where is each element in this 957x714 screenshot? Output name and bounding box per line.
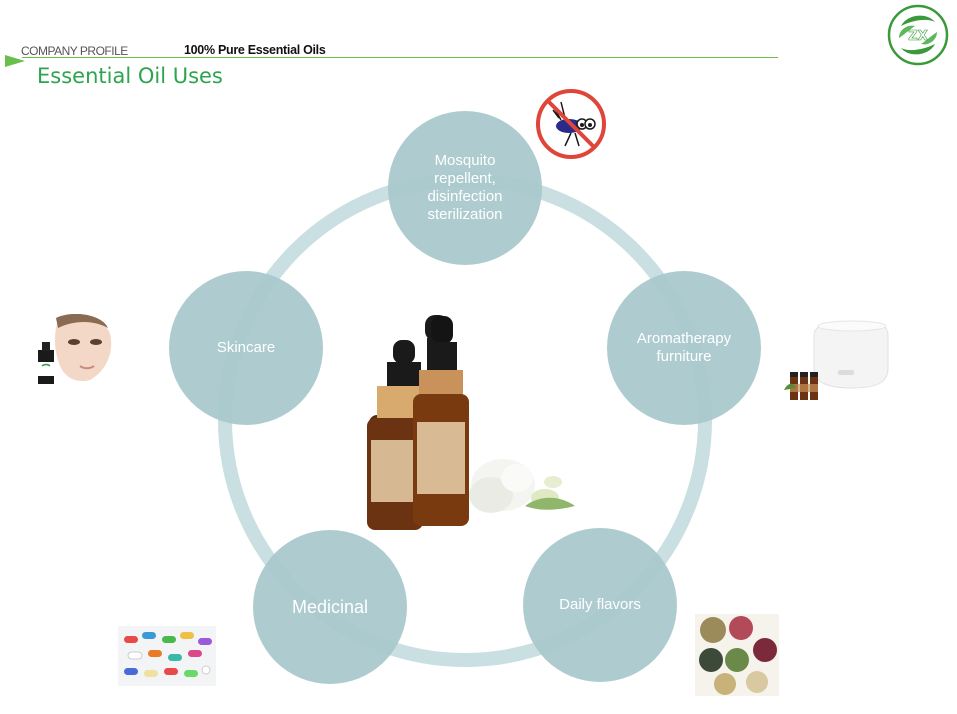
header-divider [22, 57, 778, 58]
essential-oil-bottles-with-flower-image [355, 310, 585, 535]
herbs-and-spices-image [695, 614, 779, 696]
zx-logo-icon: ZX [887, 4, 949, 66]
section-label: COMPANY PROFILE [21, 44, 128, 58]
node-aromatherapy: Aromatherapy furniture [607, 271, 761, 425]
pills-and-capsules-image [118, 626, 216, 686]
node-medicinal: Medicinal [253, 530, 407, 684]
logo-text: ZX [908, 29, 927, 44]
woman-face-with-oil-bottle-image [34, 314, 116, 388]
node-skincare-label: Skincare [216, 339, 276, 356]
node-medicinal-label: Medicinal [291, 597, 369, 617]
no-mosquito-sign-icon [536, 89, 606, 159]
node-mosquito-label: Mosquito repellent, disinfection sterili… [427, 152, 503, 223]
diffuser-with-oil-bottles-image [782, 318, 894, 408]
node-aromatherapy-label: Aromatherapy furniture [636, 330, 732, 365]
node-skincare: Skincare [169, 271, 323, 425]
header-arrow-icon [5, 55, 25, 67]
node-mosquito-repellent: Mosquito repellent, disinfection sterili… [388, 111, 542, 265]
page-title: Essential Oil Uses [37, 64, 223, 88]
node-daily-flavors-label: Daily flavors [559, 596, 641, 613]
node-daily-flavors: Daily flavors [523, 528, 677, 682]
header-tagline: 100% Pure Essential Oils [184, 43, 326, 57]
